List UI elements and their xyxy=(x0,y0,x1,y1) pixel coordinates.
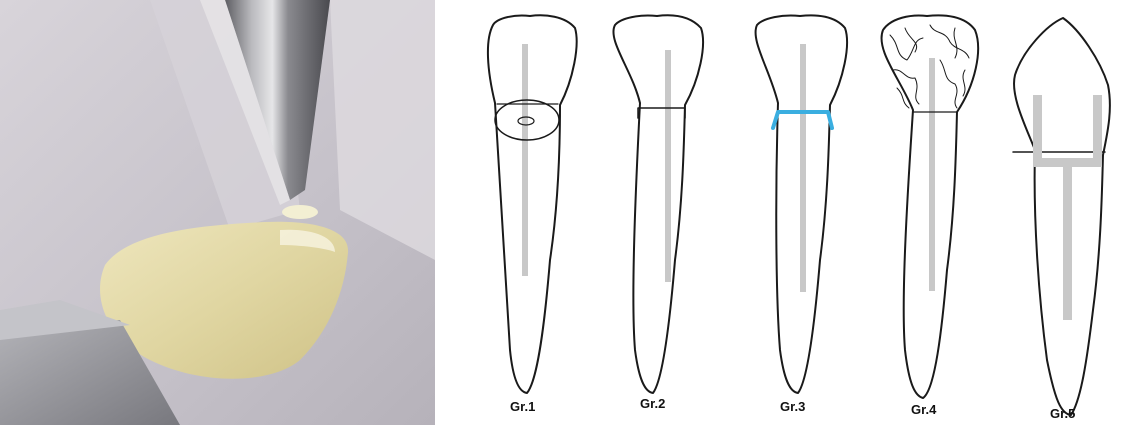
post-gr2 xyxy=(665,50,671,282)
contact-point xyxy=(282,205,318,219)
group-label-gr1: Gr.1 xyxy=(510,399,535,414)
group-label-gr3: Gr.3 xyxy=(780,399,805,414)
group-label-gr2: Gr.2 xyxy=(640,396,665,411)
fracture-line xyxy=(890,35,923,60)
post-fork-left xyxy=(1033,95,1042,165)
post-fork-right xyxy=(1093,95,1102,165)
fracture-line xyxy=(930,25,969,58)
tooth-gr4 xyxy=(881,15,978,398)
tooth-gr1 xyxy=(488,15,577,393)
group-label-gr5: Gr.5 xyxy=(1050,406,1075,421)
post-stem xyxy=(1063,160,1072,320)
post-gr1 xyxy=(522,44,528,276)
tooth-gr5 xyxy=(1013,18,1110,415)
tooth-outline-gr5 xyxy=(1014,18,1110,415)
core-gr2 xyxy=(638,108,685,118)
tooth-groups-diagram: Gr.1 Gr.2 Gr.3 Gr.4 Gr.5 xyxy=(435,0,1123,425)
forked-post-gr5 xyxy=(1033,95,1102,320)
fracture-line xyxy=(963,70,965,96)
tooth-gr2 xyxy=(613,15,703,393)
post-gr4 xyxy=(929,58,935,291)
tooth-gr3 xyxy=(756,15,847,393)
tooth-outline-gr2 xyxy=(613,15,703,393)
fracture-line xyxy=(940,60,957,108)
group-label-gr4: Gr.4 xyxy=(911,402,937,417)
post-gr3 xyxy=(800,44,806,292)
specimen-photo xyxy=(0,0,435,425)
fracture-line xyxy=(893,70,919,104)
tooth-outline-gr1 xyxy=(488,15,577,393)
fracture-line xyxy=(905,28,917,52)
fracture-line xyxy=(954,28,957,58)
